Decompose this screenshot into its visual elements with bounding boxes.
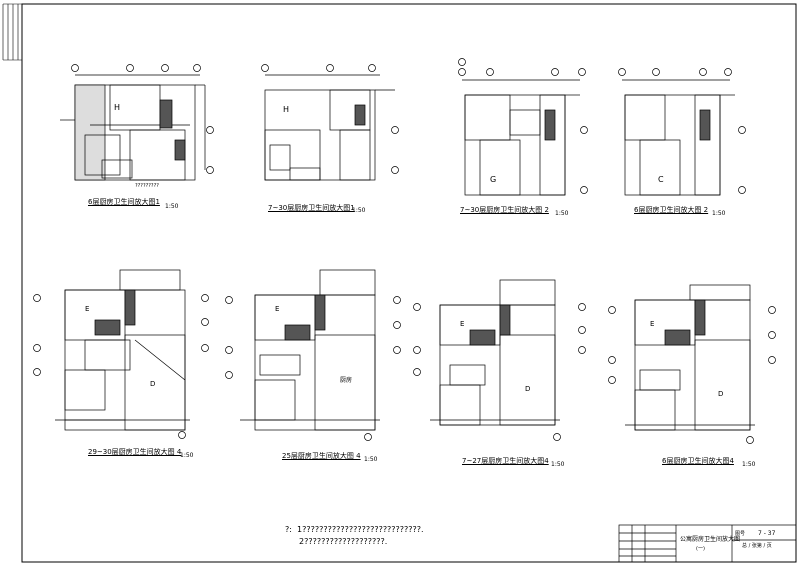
scale-drawing-5: 1:50 — [180, 452, 194, 459]
caption-drawing-5: 29~30层厨房卫生间放大图 4 — [88, 448, 182, 456]
caption-drawing-7: 7~27层厨房卫生间放大图4 — [462, 457, 549, 465]
notes-label: ?: — [285, 525, 292, 534]
plan-1-note: ????????? — [135, 183, 159, 189]
plan-6f-kitchen-bath-1 — [60, 64, 214, 181]
scale-drawing-6: 1:50 — [364, 456, 378, 463]
drawing-name: 公寓厨房卫生间放大图 — [680, 536, 741, 543]
sheet-count: 总 / 张第 / 页 — [742, 543, 772, 549]
plan-7-30f-kitchen-bath-1 — [261, 64, 399, 181]
caption-drawing-3: 7~30层厨房卫生间放大图 2 — [460, 206, 549, 214]
plan-6f-kitchen-bath-2 — [618, 68, 746, 196]
drawing-no: 7 - 37 — [758, 530, 776, 537]
scale-drawing-7: 1:50 — [551, 461, 565, 468]
note-line-2: 2???????????????????. — [299, 537, 388, 546]
room-label-e-4: E — [650, 320, 655, 328]
room-label-kitchen-2: 厨房 — [340, 377, 353, 384]
plan-29-30f-kitchen-bath-4 — [33, 269, 209, 439]
sheet-border — [21, 3, 797, 563]
caption-drawing-8: 6层厨房卫生间放大图4 — [662, 457, 734, 465]
binding-margin — [2, 3, 22, 61]
plan-25f-kitchen-bath-4 — [225, 269, 401, 441]
scale-drawing-3: 1:50 — [555, 210, 569, 217]
caption-drawing-4: 6层厨房卫生间放大图 2 — [634, 206, 709, 214]
drawing-sub: (一) — [696, 546, 705, 552]
caption-drawing-2: 7~30层厨房卫生间放大图1 — [268, 204, 355, 212]
plan-6f-kitchen-bath-4 — [608, 284, 776, 444]
room-label-e-1: E — [85, 305, 90, 313]
room-label-g: G — [490, 175, 497, 184]
room-label-h-2: H — [283, 105, 290, 114]
room-label-h-1: H — [114, 103, 121, 112]
room-label-e-3: E — [460, 320, 465, 328]
room-label-d-1: D — [150, 380, 156, 388]
general-notes: ?: 1????????????????????????????. 2?????… — [285, 524, 424, 548]
scale-drawing-8: 1:50 — [742, 461, 756, 468]
title-block — [618, 524, 797, 563]
room-label-c: C — [658, 175, 664, 184]
room-label-e-2: E — [275, 305, 280, 313]
room-label-d-4: D — [718, 390, 724, 398]
scale-drawing-1: 1:50 — [165, 203, 179, 210]
plan-7-30f-kitchen-bath-2 — [458, 58, 588, 196]
room-label-d-3: D — [525, 385, 531, 393]
note-line-1: 1????????????????????????????. — [297, 525, 424, 534]
scale-drawing-2: 1:50 — [352, 207, 366, 214]
caption-drawing-1: 6层厨房卫生间放大图1 — [88, 198, 160, 206]
drawing-no-label: 图号 — [735, 531, 746, 537]
caption-drawing-6: 25层厨房卫生间放大图 4 — [282, 452, 361, 460]
scale-drawing-4: 1:50 — [712, 210, 726, 217]
plan-7-27f-kitchen-bath-4 — [413, 279, 586, 441]
